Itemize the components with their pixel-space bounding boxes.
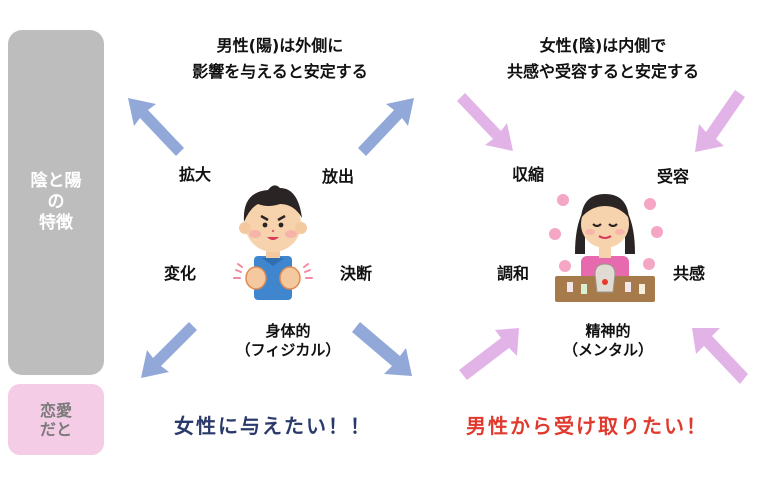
trait-decision: 決断 [340, 264, 373, 283]
relaxed-girl-aroma-illustration [549, 194, 663, 302]
male-nature: 身体的 （フィジカル） [235, 322, 341, 359]
in-romance-panel: 恋愛 だと [8, 384, 104, 455]
female-nature: 精神的 （メンタル） [562, 322, 653, 359]
trait-accept: 受容 [657, 167, 690, 186]
male-heading: 男性(陽)は外側に 影響を与えると安定する [192, 36, 368, 81]
arrow-up-left-icon [128, 98, 184, 156]
female-heading: 女性(陰)は内側で 共感や受容すると安定する [506, 36, 699, 81]
arrow-down-right-icon [457, 93, 513, 151]
arrow-down-left-icon [141, 322, 197, 378]
female-romance-message: 男性から受け取りたい！ [466, 414, 708, 438]
arrow-up-right-icon [459, 328, 519, 380]
yin-yang-characteristics-panel: 陰と陽 の 特徴 [8, 30, 104, 375]
trait-release: 放出 [322, 167, 355, 186]
trait-change: 変化 [164, 264, 197, 283]
determined-boy-illustration [233, 185, 313, 300]
yin-yang-characteristics-label: 陰と陽 の 特徴 [30, 171, 82, 233]
arrow-up-right-icon [358, 98, 414, 156]
arrow-down-left-icon [695, 90, 745, 152]
trait-harmony: 調和 [497, 264, 530, 283]
trait-contract: 収縮 [512, 165, 545, 184]
arrow-up-left-icon [692, 328, 748, 384]
trait-empathy: 共感 [673, 264, 706, 283]
male-romance-message: 女性に与えたい！！ [174, 414, 372, 438]
trait-expand: 拡大 [179, 165, 212, 184]
arrow-down-right-icon [352, 322, 412, 376]
in-romance-label: 恋愛 だと [39, 400, 72, 439]
